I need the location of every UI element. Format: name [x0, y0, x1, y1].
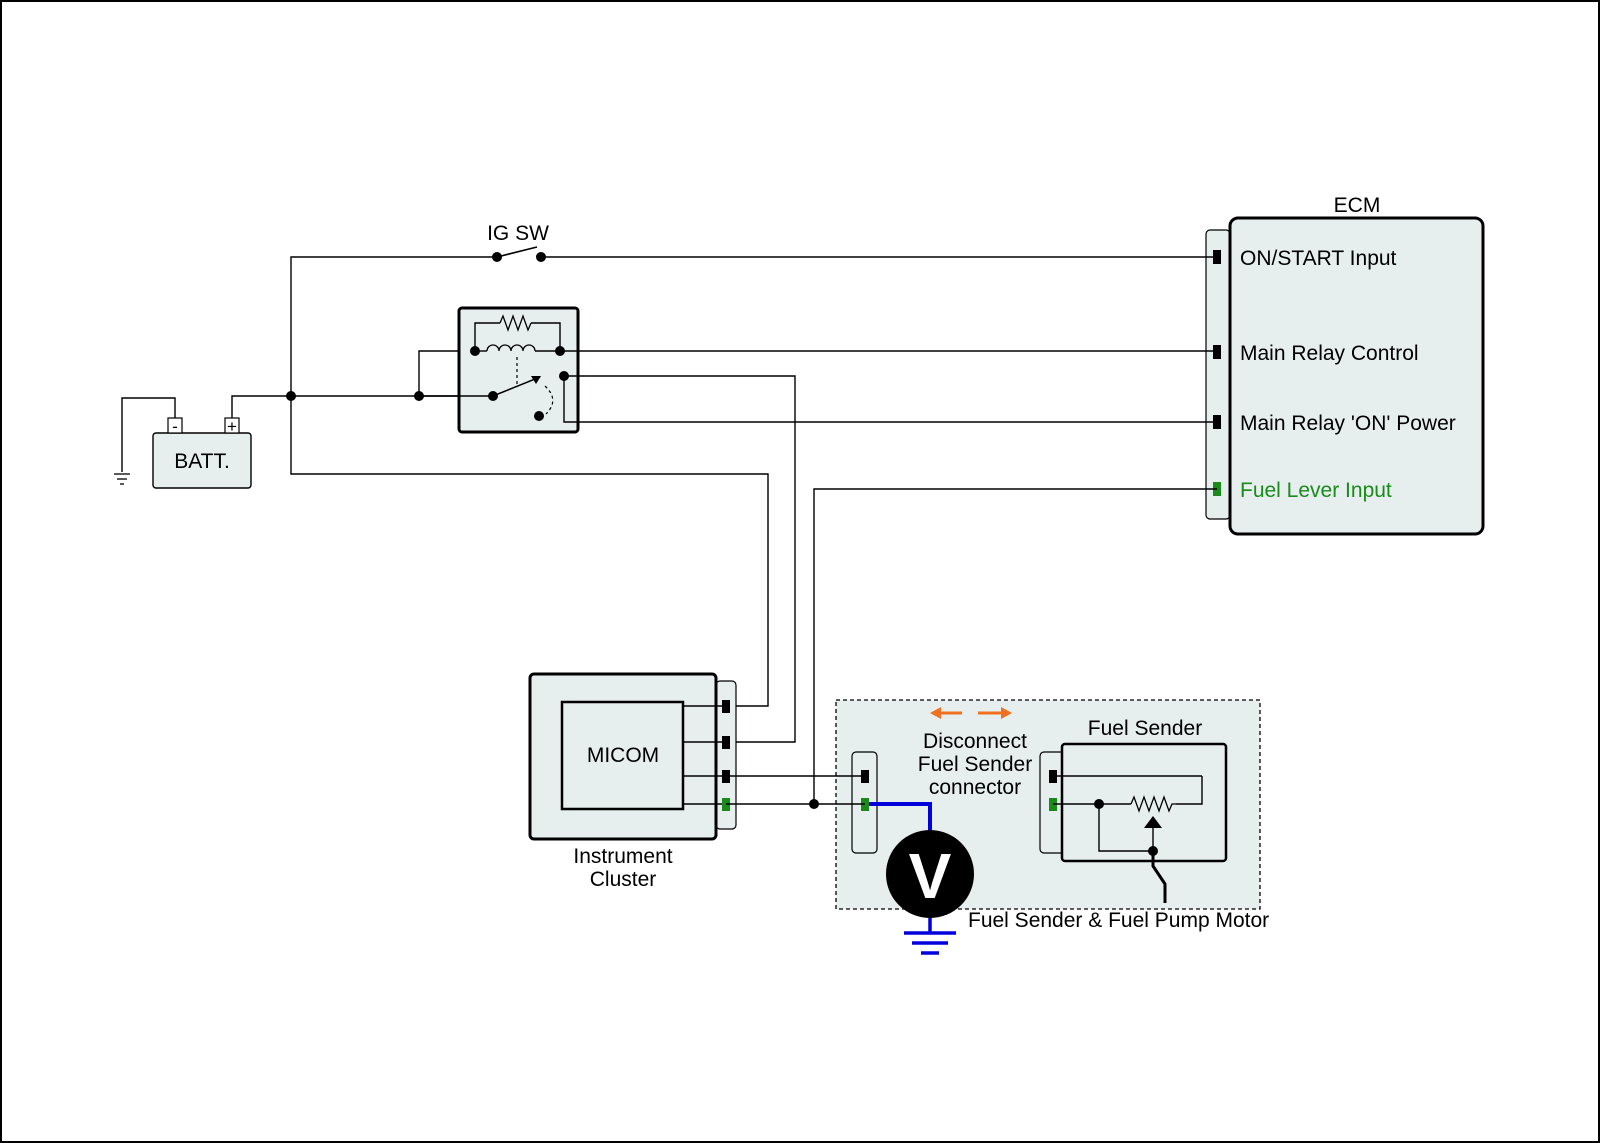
battery-body	[152, 432, 252, 489]
main-relay-box	[457, 306, 580, 434]
battery-neg-sign: -	[172, 417, 178, 436]
relay-power-to-cluster-wire	[564, 375, 796, 743]
fuel-module-label: Fuel Sender & Fuel Pump Motor	[968, 909, 1269, 932]
switch-blade	[496, 246, 538, 258]
relay-coil-feed-wire	[418, 350, 475, 396]
ig-switch-label: IG SW	[487, 222, 549, 245]
relay-travel-arc	[544, 385, 554, 415]
instrument-cluster: MICOM Instrument Cluster	[528, 672, 737, 891]
main-relay	[419, 306, 1217, 743]
power-wiring	[231, 256, 769, 707]
disconnect-arrows-icon	[930, 707, 1012, 719]
ecm-pin-label-on-start: ON/START Input	[1240, 247, 1397, 270]
sender-internal-wire	[1098, 804, 1153, 852]
ecm: ECM ON/START Input Main Relay Control Ma…	[1205, 194, 1485, 536]
sender-internal-wire	[1176, 776, 1203, 805]
ig-feed-wire	[290, 256, 497, 396]
relay-power-to-ecm-wire	[563, 376, 1217, 423]
ecm-pin-label-main-relay-control: Main Relay Control	[1240, 342, 1419, 365]
ecm-pin-label-main-relay-power: Main Relay 'ON' Power	[1240, 412, 1456, 435]
voltmeter	[886, 830, 974, 918]
battery-positive-wire	[231, 395, 493, 418]
disconnect-label-line2: Fuel Sender	[918, 753, 1032, 776]
junction-dot	[286, 391, 296, 401]
battery-ground-wire	[121, 397, 176, 472]
arrow-icon	[531, 376, 541, 384]
ecm-pin-main-relay-control	[1213, 345, 1221, 359]
disconnect-label-line1: Disconnect	[923, 730, 1027, 753]
voltmeter-ground-icon	[904, 918, 956, 955]
battery-label: BATT.	[174, 450, 230, 473]
cluster-label-line2: Cluster	[590, 868, 657, 891]
batt-to-cluster-wire	[290, 396, 769, 707]
ecm-box	[1228, 216, 1485, 536]
float-arm-icon	[1151, 851, 1167, 903]
coil-icon	[486, 344, 536, 352]
fuel-lever-wire	[813, 488, 1217, 804]
variable-resistor-icon	[1130, 795, 1176, 813]
ecm-label: ECM	[1334, 194, 1381, 217]
micom-box	[560, 700, 685, 811]
relay-terminal	[470, 346, 480, 356]
ground-icon	[114, 473, 130, 485]
micom-label: MICOM	[587, 744, 659, 767]
fuel-sender-label: Fuel Sender	[1088, 717, 1202, 740]
cluster-pin	[722, 736, 730, 749]
relay-resistor-wire	[531, 322, 561, 351]
resistor-icon	[499, 314, 532, 332]
battery-pos-sign: +	[227, 417, 237, 436]
wiper-arrow-icon	[1144, 816, 1162, 828]
cluster-pin	[722, 700, 730, 713]
fuel-module: Fuel Sender & Fuel Pump Motor Disconnect…	[726, 699, 1269, 955]
relay-switch-blade	[492, 376, 541, 397]
fuel-sender-box	[1060, 742, 1228, 863]
voltmeter-label: V	[909, 840, 952, 912]
ig-switch: IG SW	[487, 222, 1217, 262]
disconnect-label-line3: connector	[929, 776, 1021, 799]
ecm-connector	[1205, 229, 1231, 520]
relay-terminal	[534, 411, 544, 421]
ecm-pin-label-fuel-lever: Fuel Lever Input	[1240, 479, 1392, 502]
cluster-label-line1: Instrument	[573, 845, 672, 868]
battery: BATT. - +	[114, 397, 252, 489]
relay-resistor-wire	[474, 322, 500, 351]
